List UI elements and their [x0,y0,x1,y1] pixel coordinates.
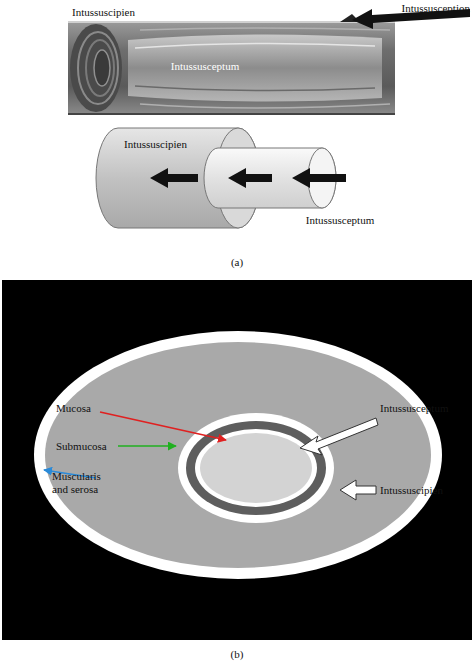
part-label: Intussusceptum [306,214,374,227]
part-label: Intussuscipien [124,138,187,151]
part-label: Intussusceptum [380,402,448,415]
panel-label: (b) [231,648,244,661]
direction-arrows [150,168,346,188]
leader-arrows [44,412,226,478]
dark-panel [2,280,472,640]
callout-label: Intussusception [402,2,470,15]
part-label: Intussusceptum [171,60,239,73]
hollow-arrows [300,418,378,500]
panel-label: (a) [231,256,243,269]
layer-label: Mucosa [56,402,91,415]
part-label: Intussuscipien [380,484,443,497]
cross-section [34,331,442,579]
bowel-rendering [68,14,395,114]
layer-label: Submucosa [56,440,107,453]
part-label: Intussuscipien [72,6,135,19]
layer-label: Muscularis and serosa [52,470,110,495]
